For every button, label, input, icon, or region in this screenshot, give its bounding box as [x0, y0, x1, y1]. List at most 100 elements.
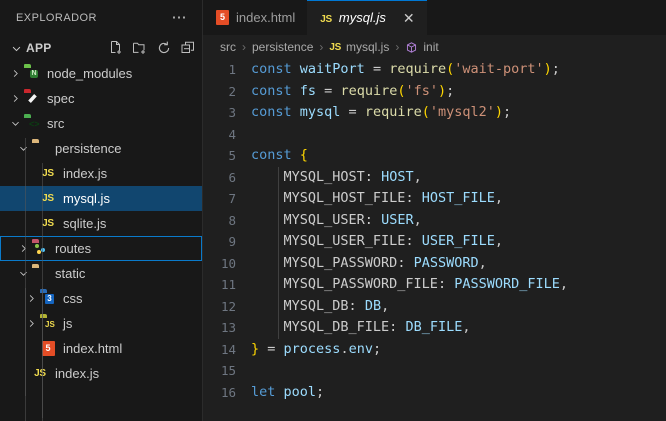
code-line[interactable]: 4 [203, 124, 666, 146]
symbol-method-icon [405, 41, 418, 54]
code-indent-guide [278, 252, 279, 274]
line-number: 6 [228, 169, 236, 185]
tree-folder-static[interactable]: static [0, 261, 202, 286]
html-file-icon [216, 10, 229, 25]
code-line[interactable]: 13 MYSQL_DB_FILE: DB_FILE, [203, 317, 666, 339]
chevron-down-icon[interactable] [16, 268, 31, 279]
breadcrumb[interactable]: src › persistence › JS mysql.js › init [203, 35, 666, 59]
code-line[interactable]: 6 MYSQL_HOST: HOST, [203, 166, 666, 188]
line-number: 14 [220, 341, 236, 357]
tree-item-label: index.js [63, 165, 108, 181]
line-number: 3 [228, 105, 236, 121]
code-indent-guide [278, 317, 279, 339]
code-line[interactable]: 12 MYSQL_DB: DB, [203, 295, 666, 317]
code-line[interactable]: 9 MYSQL_USER_FILE: USER_FILE, [203, 231, 666, 253]
code-line[interactable]: 11 MYSQL_PASSWORD_FILE: PASSWORD_FILE, [203, 274, 666, 296]
chevron-right-icon[interactable] [24, 318, 39, 329]
code-indent-guide [278, 188, 279, 210]
tree-folder-routes[interactable]: routes [0, 236, 202, 261]
line-number: 4 [228, 126, 236, 142]
editor-tab-index-html[interactable]: index.html [203, 0, 308, 35]
breadcrumb-item-file[interactable]: mysql.js [346, 40, 390, 54]
breadcrumb-separator: › [319, 40, 324, 54]
explorer-header: EXPLORADOR ⋯ [0, 0, 202, 35]
tree-folder-persistence[interactable]: persistence [0, 136, 202, 161]
tree-indent-guide [25, 288, 26, 421]
chevron-right-icon[interactable] [8, 93, 23, 104]
tree-item-label: routes [55, 240, 92, 256]
folder-js-icon: JS [39, 313, 57, 332]
code-text: MYSQL_PASSWORD: PASSWORD, [251, 254, 487, 271]
folder-icon [31, 138, 49, 157]
code-line[interactable]: 15 [203, 360, 666, 382]
js-file-icon: JS [34, 368, 46, 379]
code-text: const waitPort = require('wait-port'); [251, 61, 560, 77]
tree-item-label: sqlite.js [63, 215, 107, 231]
chevron-down-icon[interactable] [8, 43, 24, 54]
tree-folder-src[interactable]: <>src [0, 111, 202, 136]
editor-tab-label: mysql.js [338, 10, 386, 25]
explorer-title: EXPLORADOR [16, 11, 97, 24]
html-file-icon [39, 341, 57, 357]
code-text: const { [251, 147, 308, 163]
line-number: 13 [220, 320, 236, 336]
breadcrumb-item-persistence[interactable]: persistence [252, 40, 314, 54]
folder-icon [31, 263, 49, 282]
new-folder-icon[interactable] [132, 40, 148, 56]
folder-node-icon: N [23, 63, 41, 82]
tree-item-label: persistence [55, 140, 122, 156]
folder-src-icon: <> [23, 113, 41, 132]
line-number: 11 [220, 277, 236, 293]
line-number: 5 [228, 148, 236, 164]
code-indent-guide [278, 274, 279, 296]
folder-css-icon: 3 [39, 288, 57, 307]
code-line[interactable]: 14} = process.env; [203, 339, 666, 361]
code-line[interactable]: 7 MYSQL_HOST_FILE: HOST_FILE, [203, 188, 666, 210]
tree-indent-guide [25, 138, 26, 396]
code-text: MYSQL_HOST: HOST, [251, 168, 422, 185]
chevron-right-icon[interactable] [16, 243, 31, 254]
code-text: MYSQL_DB: DB, [251, 297, 390, 314]
tree-folder-spec[interactable]: spec [0, 86, 202, 111]
code-line[interactable]: 8 MYSQL_USER: USER, [203, 209, 666, 231]
new-file-icon[interactable] [108, 40, 124, 56]
code-line[interactable]: 10 MYSQL_PASSWORD: PASSWORD, [203, 252, 666, 274]
code-line[interactable]: 3 const mysql = require('mysql2'); [203, 102, 666, 124]
line-number: 2 [228, 83, 236, 99]
code-text: MYSQL_DB_FILE: DB_FILE, [251, 319, 471, 335]
code-indent-guide [278, 295, 279, 317]
close-icon[interactable]: ✕ [402, 9, 415, 26]
ellipsis-icon[interactable]: ⋯ [171, 8, 188, 26]
breadcrumb-separator: › [242, 40, 246, 54]
line-number: 7 [228, 191, 236, 207]
chevron-down-icon[interactable] [16, 143, 31, 154]
refresh-icon[interactable] [156, 40, 172, 56]
folder-routes-icon [31, 238, 49, 257]
code-line[interactable]: 5 const { [203, 145, 666, 167]
breadcrumb-item-symbol[interactable]: init [423, 40, 439, 54]
chevron-right-icon[interactable] [24, 293, 39, 304]
code-text: const mysql = require('mysql2'); [251, 104, 512, 120]
breadcrumb-item-src[interactable]: src [220, 40, 236, 54]
chevron-right-icon[interactable] [8, 68, 23, 79]
collapse-all-icon[interactable] [180, 40, 196, 56]
chevron-down-icon[interactable] [8, 118, 23, 129]
workspace-root-row[interactable]: APP [0, 35, 202, 61]
tree-file-index-html[interactable]: index.html [0, 336, 202, 361]
